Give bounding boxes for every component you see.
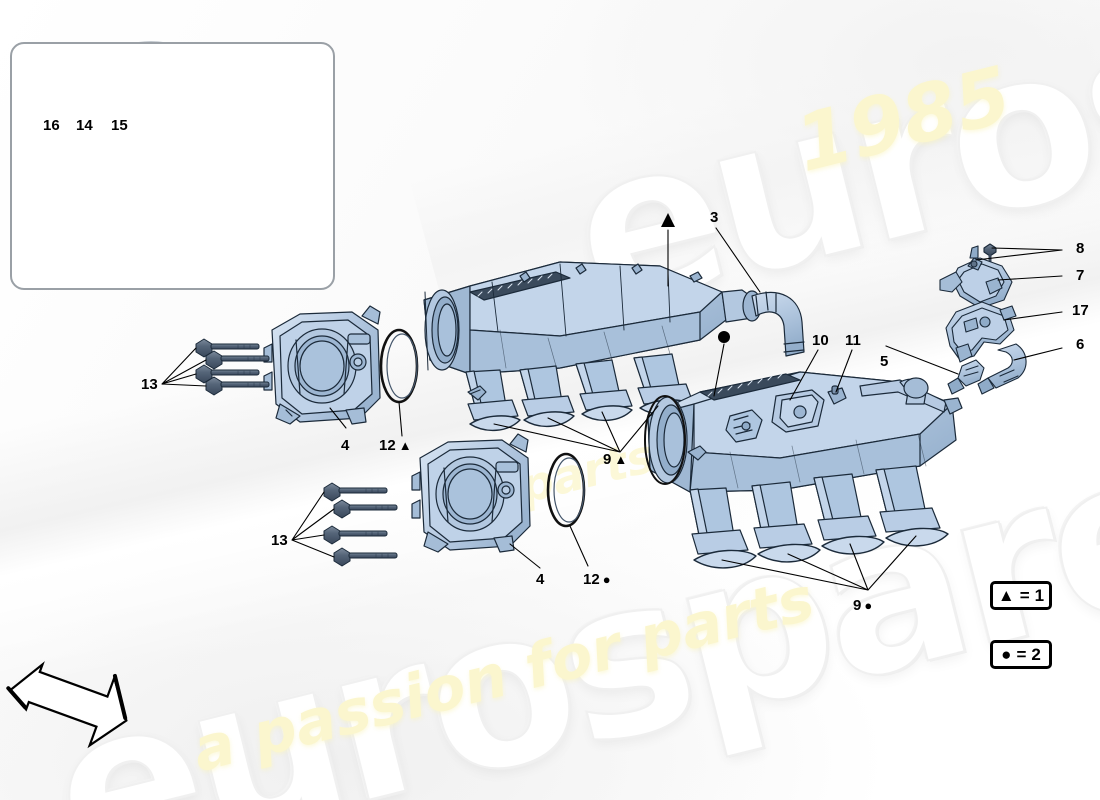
inset-detail-panel: [10, 42, 335, 290]
callout-10: 10: [812, 332, 829, 349]
background-sheen-band-upper: [409, 0, 1100, 374]
legend-triangle: ▲ = 1: [990, 581, 1052, 610]
legend-dot: ● = 2: [990, 640, 1052, 669]
callout-14: 14: [76, 117, 93, 134]
legend-triangle-value: 1: [1034, 585, 1045, 605]
watermark-brand-top: eurospares: [548, 0, 1100, 363]
callout-3: 3: [710, 209, 719, 226]
callout-13-lower: 13: [271, 532, 288, 549]
callout-17: 17: [1072, 302, 1089, 319]
callout-12-upper-number: 12: [379, 437, 396, 454]
watermark-tagline-upper: for parts: [426, 428, 660, 536]
watermark-tagline: a passion for parts: [185, 564, 821, 786]
gasket-ring-upper: [379, 328, 419, 404]
callout-11: 11: [845, 332, 861, 349]
callout-5: 5: [880, 353, 889, 370]
throttle-body-upper: [263, 305, 381, 425]
watermark-brand: eurospares: [28, 368, 1100, 800]
callout-12-lower-number: 12: [583, 571, 600, 588]
throttle-body-lower: [411, 433, 531, 553]
callout-9-upper: 9▲: [603, 452, 627, 467]
standalone-triangle-marker: [661, 213, 675, 227]
legend-triangle-icon: ▲: [997, 585, 1015, 605]
legend-triangle-equals: =: [1019, 585, 1030, 605]
callout-4-upper: 4: [341, 437, 350, 454]
callout-16: 16: [43, 117, 60, 134]
marker-glyphs: [661, 213, 730, 343]
legend-dot-equals: =: [1016, 644, 1027, 664]
bolts-upper: [195, 338, 270, 396]
dot-icon: ●: [602, 572, 611, 587]
callout-15: 15: [111, 117, 128, 134]
standalone-dot-marker: [718, 331, 730, 343]
callout-6: 6: [1076, 336, 1085, 353]
intake-manifold-upper: [423, 261, 805, 431]
callout-13-upper: 13: [141, 376, 158, 393]
callout-8: 8: [1076, 240, 1085, 257]
right-small-parts: [939, 243, 1027, 395]
watermark-year: 1985: [787, 50, 1020, 190]
dot-icon: ●: [864, 598, 873, 613]
bolts-lower: [323, 482, 398, 567]
gasket-ring-lower: [546, 452, 586, 528]
callout-12-upper: 12▲: [379, 438, 412, 453]
callout-7: 7: [1076, 267, 1085, 284]
intake-manifold-lower: [644, 371, 963, 569]
triangle-icon: ▲: [398, 438, 412, 453]
callout-12-lower: 12●: [583, 572, 611, 587]
legend-dot-value: 2: [1031, 644, 1041, 664]
legend-dot-icon: ●: [1001, 644, 1012, 664]
orientation-arrow: [6, 661, 128, 749]
callout-9-lower-number: 9: [853, 597, 862, 614]
triangle-icon: ▲: [614, 452, 628, 467]
callout-9-upper-number: 9: [603, 451, 612, 468]
callout-9-lower: 9●: [853, 598, 872, 613]
callout-4-lower: 4: [536, 571, 545, 588]
